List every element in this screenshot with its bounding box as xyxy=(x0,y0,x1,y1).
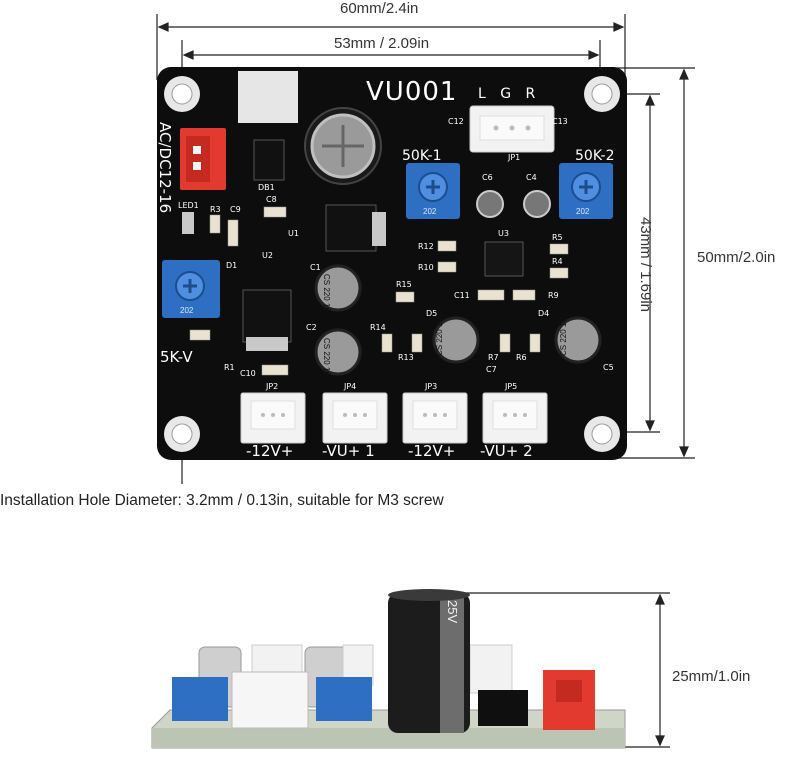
main-capacitor xyxy=(304,107,382,185)
led xyxy=(182,212,194,234)
cap-c1-text: CS 220 16V xyxy=(322,274,331,318)
small-caps xyxy=(476,190,551,218)
c5-label: C5 xyxy=(603,363,614,372)
pot-left-label: 50K-1 xyxy=(402,148,441,164)
connector-jp4[interactable] xyxy=(322,392,388,444)
pot-right-code: 202 xyxy=(576,207,590,216)
side-pot-2 xyxy=(316,677,372,721)
pot-right-label: 50K-2 xyxy=(575,148,614,164)
u2-label: U2 xyxy=(262,251,273,260)
r5-label: R5 xyxy=(552,233,563,242)
connector-label-4: -VU+ 2 xyxy=(480,442,533,460)
d1-label: D1 xyxy=(226,261,237,270)
signal-header xyxy=(469,105,555,153)
jp5-label: JP5 xyxy=(504,382,517,391)
r12-label: R12 xyxy=(418,242,434,251)
ic-u3 xyxy=(484,241,524,277)
u3-label: U3 xyxy=(498,229,509,238)
capacitors-bottom xyxy=(314,264,602,376)
r6-label: R6 xyxy=(516,353,527,362)
jp4-label: JP4 xyxy=(343,382,356,391)
c2-label: C2 xyxy=(306,323,317,332)
connector-jp5[interactable] xyxy=(482,392,548,444)
cap-c7-text: CS 220 16V xyxy=(435,312,444,356)
c10-label: C10 xyxy=(240,369,256,378)
cap-c2-text: CS 220 16V xyxy=(322,338,331,382)
r9-label: R9 xyxy=(548,291,559,300)
c1-label: C1 xyxy=(310,263,321,272)
pot-v-label: 5K-V xyxy=(160,348,193,366)
cap-c3-label: C12 xyxy=(448,117,464,126)
pcb-top-view: VU001 L G R C12 AC/DC12-16 DB1 202 50K-1 xyxy=(156,14,695,484)
c11-label: C11 xyxy=(454,291,470,300)
cap-c5-text: CS 220 16V xyxy=(559,312,568,356)
side-height-dim: 25mm/1.0in xyxy=(672,668,751,685)
smd-labels: R12 R10 R5 R4 R15 C11 R9 D5 D4 C8 LED1 R… xyxy=(178,117,614,378)
dimension-lines xyxy=(156,14,695,484)
db1-label: DB1 xyxy=(258,183,275,192)
board-model-label: VU001 xyxy=(366,77,457,107)
led1-label: LED1 xyxy=(178,201,199,210)
hole-height-dim: 43mm / 1.69in xyxy=(637,216,655,313)
c4-label: C4 xyxy=(526,173,537,182)
u1-label: U1 xyxy=(288,229,299,238)
d5-label: D5 xyxy=(426,309,437,318)
power-label: AC/DC12-16 xyxy=(156,122,174,213)
r10-label: R10 xyxy=(418,263,434,272)
marking-pad xyxy=(238,71,298,123)
r7-label: R7 xyxy=(488,353,499,362)
overall-width-dim: 60mm/2.4in xyxy=(340,0,419,17)
side-big-capacitor xyxy=(388,589,470,733)
r4-label: R4 xyxy=(552,257,563,266)
pcb-side-view: 25V xyxy=(151,589,670,749)
pot-v-code: 202 xyxy=(180,306,194,315)
smd-resistors xyxy=(189,206,569,376)
c9-label: C9 xyxy=(230,205,241,214)
pot-50k-left[interactable]: 202 xyxy=(406,163,460,219)
connector-jp3[interactable] xyxy=(402,392,468,444)
d4-label: D4 xyxy=(538,309,549,318)
jp1-label: JP1 xyxy=(507,153,520,162)
r1-label: R1 xyxy=(224,363,235,372)
regulator-u1 xyxy=(325,204,386,252)
jp3-label: JP3 xyxy=(424,382,437,391)
c6-label: C6 xyxy=(482,173,493,182)
c7-label: C7 xyxy=(486,365,497,374)
connector-label-1: -12V+ xyxy=(246,442,293,460)
bridge-rectifier xyxy=(253,139,285,181)
pot-50k-right[interactable]: 202 xyxy=(559,163,613,219)
power-connector xyxy=(180,128,226,190)
mounting-holes xyxy=(164,76,620,452)
r15-label: R15 xyxy=(396,280,412,289)
pot-5k-v[interactable]: 202 xyxy=(162,260,220,318)
connector-label-3: -12V+ xyxy=(408,442,455,460)
overall-height-dim: 50mm/2.0in xyxy=(697,249,776,266)
signal-header-label: L G R xyxy=(478,86,540,102)
connector-label-2: -VU+ 1 xyxy=(322,442,375,460)
jp2-label: JP2 xyxy=(265,382,278,391)
installation-note: Installation Hole Diameter: 3.2mm / 0.13… xyxy=(0,492,444,509)
regulator-u2 xyxy=(242,289,292,351)
c13-label: C13 xyxy=(552,117,568,126)
r14-label: R14 xyxy=(370,323,386,332)
side-cap-text: 25V xyxy=(445,600,460,623)
side-pot-1 xyxy=(172,677,228,721)
hole-width-dim: 53mm / 2.09in xyxy=(334,35,430,52)
pot-left-code: 202 xyxy=(423,207,437,216)
r3-label: R3 xyxy=(210,205,221,214)
connector-jp2[interactable] xyxy=(240,392,306,444)
c8-label: C8 xyxy=(266,195,277,204)
r13-label: R13 xyxy=(398,353,414,362)
